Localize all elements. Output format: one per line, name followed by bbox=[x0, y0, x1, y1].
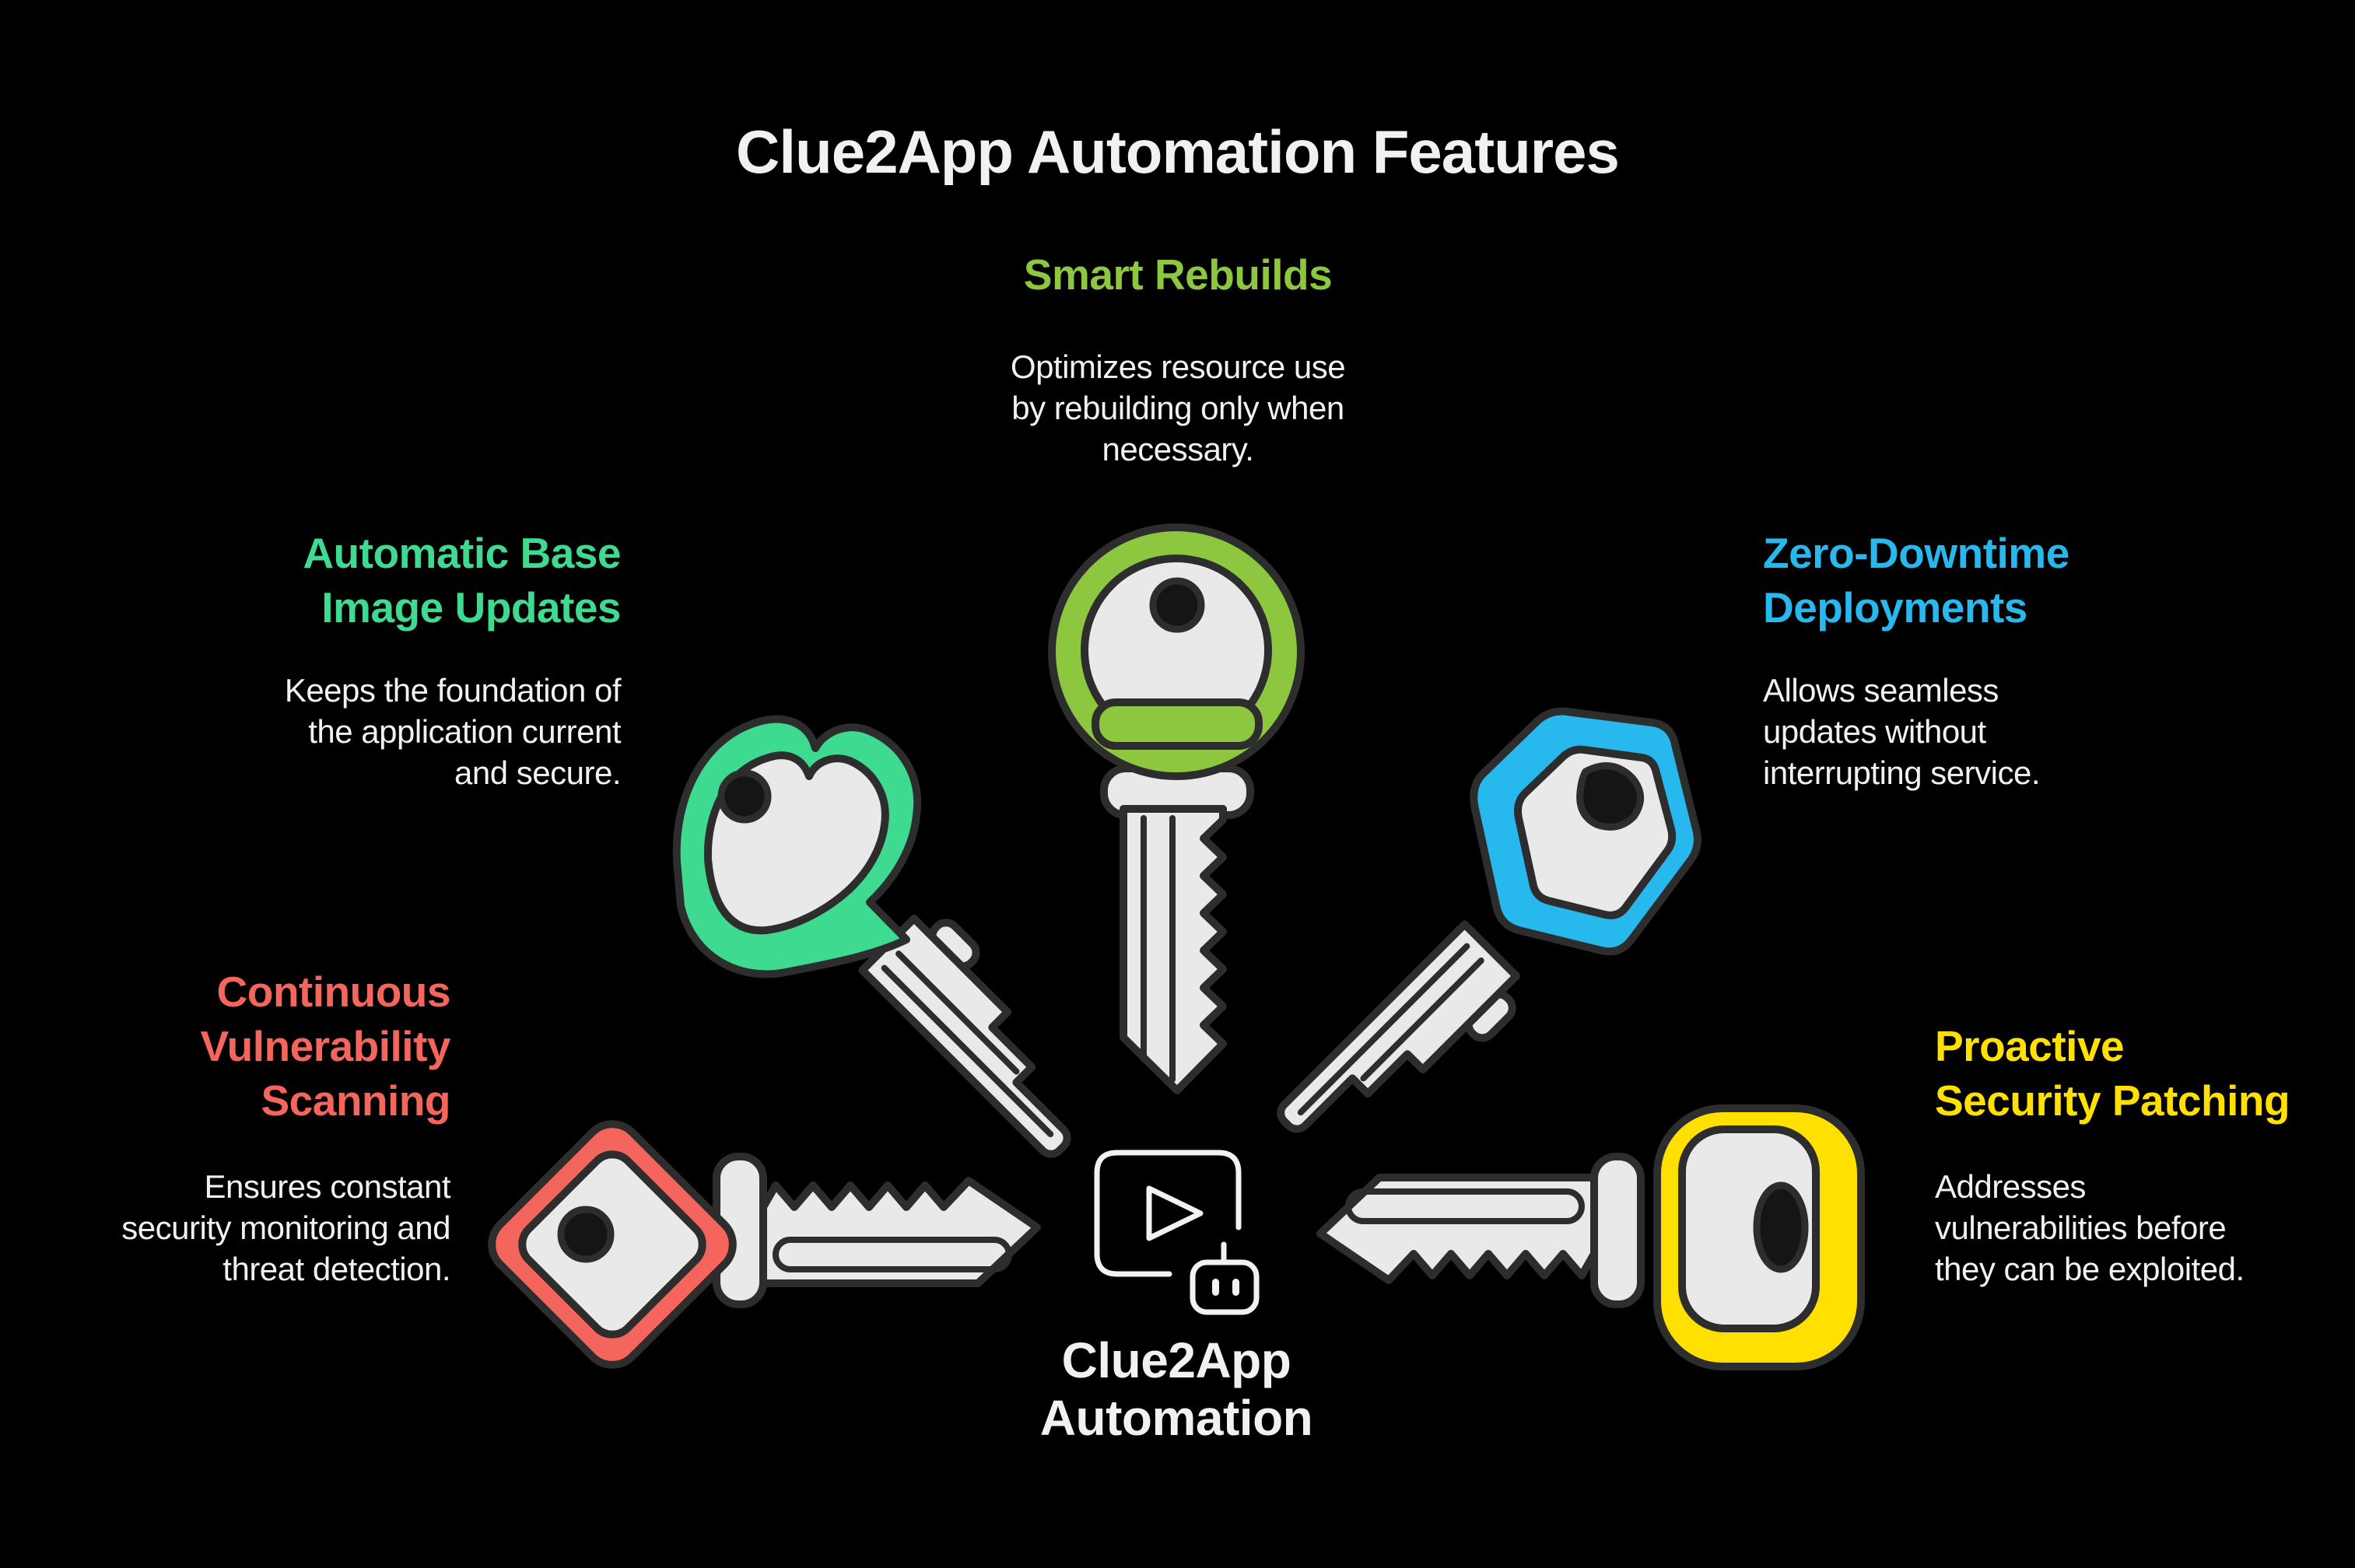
feature-description-line: by rebuilding only when bbox=[1011, 390, 1344, 426]
feature-title-line: Security Patching bbox=[1935, 1076, 2290, 1125]
continuous-vulnerability-scanning-key-icon bbox=[488, 1120, 1037, 1369]
play-icon bbox=[1146, 1185, 1204, 1241]
feature-title-line: Automatic Base bbox=[303, 529, 621, 577]
feature-description: Addresses vulnerabilities before they ca… bbox=[1935, 1166, 2355, 1290]
feature-description: Allows seamless updates without interrup… bbox=[1763, 670, 2308, 793]
feature-title: Zero-Downtime Deployments bbox=[1763, 526, 2308, 635]
robot-eye-right bbox=[1232, 1279, 1239, 1296]
feature-description-line: necessary. bbox=[1102, 431, 1254, 467]
feature-zero-downtime-deployments: Zero-Downtime Deployments Allows seamles… bbox=[1763, 526, 2308, 793]
key-head-face bbox=[1678, 1125, 1820, 1332]
feature-description-line: security monitoring and bbox=[121, 1209, 450, 1246]
key-hole bbox=[717, 769, 772, 824]
feature-title: Automatic Base Image Updates bbox=[115, 526, 621, 635]
proactive-security-patching-key-icon bbox=[1320, 1104, 1865, 1370]
feature-smart-rebuilds: Smart Rebuilds Optimizes resource use by… bbox=[828, 247, 1528, 470]
key-hole bbox=[557, 1206, 615, 1263]
feature-title: Proactive Security Patching bbox=[1935, 1019, 2355, 1128]
key-hole bbox=[1576, 762, 1644, 831]
feature-description-line: the application current bbox=[308, 713, 621, 750]
feature-description-line: updates without bbox=[1763, 713, 1986, 750]
feature-description-line: Keeps the foundation of bbox=[284, 672, 622, 709]
feature-title-line: Image Updates bbox=[321, 583, 621, 632]
key-blade bbox=[1276, 924, 1533, 1181]
feature-title-line: Deployments bbox=[1763, 583, 2027, 632]
robot-eye-left bbox=[1212, 1279, 1219, 1296]
center-label: Clue2App Automation bbox=[943, 1332, 1410, 1447]
feature-title-line: Scanning bbox=[261, 1076, 450, 1125]
feature-description-line: threat detection. bbox=[223, 1251, 450, 1287]
feature-proactive-security-patching: Proactive Security Patching Addresses vu… bbox=[1935, 1019, 2355, 1290]
page-title: Clue2App Automation Features bbox=[736, 117, 1620, 186]
feature-title-line: Continuous bbox=[216, 968, 451, 1016]
feature-description-line: Addresses bbox=[1935, 1168, 2086, 1205]
automatic-base-image-updates-key-icon bbox=[672, 715, 1120, 1159]
zero-downtime-deployments-key-icon bbox=[1276, 707, 1701, 1181]
key-hole bbox=[1753, 1181, 1809, 1273]
feature-title-line: Vulnerability bbox=[200, 1022, 450, 1070]
key-blade bbox=[1320, 1157, 1641, 1304]
feature-title: Continuous Vulnerability Scanning bbox=[0, 964, 450, 1128]
key-blade bbox=[717, 1157, 1037, 1304]
app-play-robot-icon bbox=[1094, 1150, 1260, 1315]
feature-description-line: Ensures constant bbox=[204, 1168, 450, 1205]
feature-title-line: Proactive bbox=[1935, 1022, 2125, 1070]
feature-description-line: interrupting service. bbox=[1763, 754, 2041, 791]
feature-description: Ensures constant security monitoring and… bbox=[0, 1166, 450, 1290]
feature-description-line: and secure. bbox=[454, 754, 621, 791]
feature-description-line: Allows seamless bbox=[1763, 672, 1999, 709]
feature-description-line: Optimizes resource use bbox=[1010, 348, 1346, 385]
center-label-line: Automation bbox=[1039, 1390, 1313, 1446]
feature-title: Smart Rebuilds bbox=[828, 247, 1528, 302]
feature-title-line: Smart Rebuilds bbox=[1023, 250, 1333, 299]
key-head-band bbox=[1092, 698, 1263, 750]
app-frame bbox=[1094, 1150, 1242, 1277]
center-label-line: Clue2App bbox=[1061, 1332, 1291, 1388]
smart-rebuilds-key-icon bbox=[1048, 523, 1305, 1094]
feature-automatic-base-image-updates: Automatic Base Image Updates Keeps the f… bbox=[115, 526, 622, 793]
feature-description-line: they can be exploited. bbox=[1935, 1251, 2245, 1287]
feature-title-line: Zero-Downtime bbox=[1763, 529, 2069, 577]
feature-description: Optimizes resource use by rebuilding onl… bbox=[828, 346, 1528, 470]
feature-description: Keeps the foundation of the application … bbox=[115, 670, 622, 793]
feature-continuous-vulnerability-scanning: Continuous Vulnerability Scanning Ensure… bbox=[0, 964, 450, 1290]
key-hole bbox=[1149, 577, 1205, 633]
robot-head bbox=[1190, 1259, 1260, 1315]
feature-description-line: vulnerabilities before bbox=[1935, 1209, 2227, 1246]
